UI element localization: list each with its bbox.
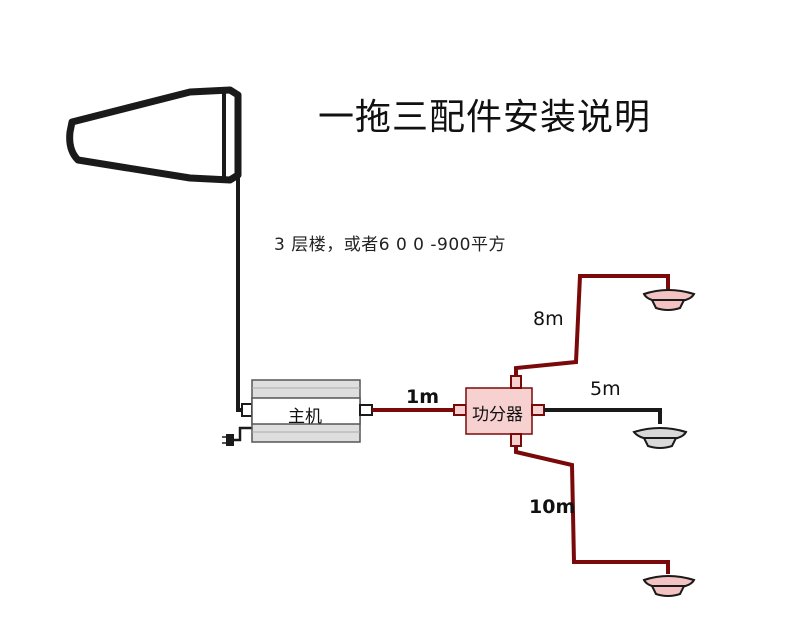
- cable-8m: [514, 274, 670, 376]
- splitter-label: 功分器: [472, 405, 523, 425]
- splitter-unit: [465, 387, 533, 435]
- host-unit: [251, 379, 361, 443]
- host-input-connector: [241, 403, 253, 417]
- splitter-bottom-connector: [510, 433, 522, 447]
- cable-length-8m: 8m: [533, 308, 564, 330]
- ceiling-antenna-top-icon: [642, 289, 696, 311]
- splitter-right-connector: [531, 404, 545, 416]
- ceiling-antenna-bottom-icon: [642, 575, 696, 597]
- cable-length-5m: 5m: [590, 378, 621, 400]
- cable-10m: [514, 446, 670, 574]
- power-plug-icon: [222, 426, 252, 446]
- ceiling-antenna-middle-icon: [632, 427, 688, 449]
- cable-length-10m: 10m: [529, 496, 576, 518]
- splitter-input-connector: [453, 404, 467, 416]
- page-title: 一拖三配件安装说明: [318, 97, 652, 138]
- host-label: 主机: [288, 407, 322, 427]
- cable-length-1m: 1m: [406, 386, 440, 408]
- splitter-top-connector: [510, 375, 522, 389]
- outdoor-antenna-icon: [66, 86, 242, 184]
- coverage-note: 3 层楼，或者6 0 0 -900平方: [274, 235, 506, 255]
- host-output-connector: [359, 404, 373, 416]
- cable-5m: [544, 408, 662, 424]
